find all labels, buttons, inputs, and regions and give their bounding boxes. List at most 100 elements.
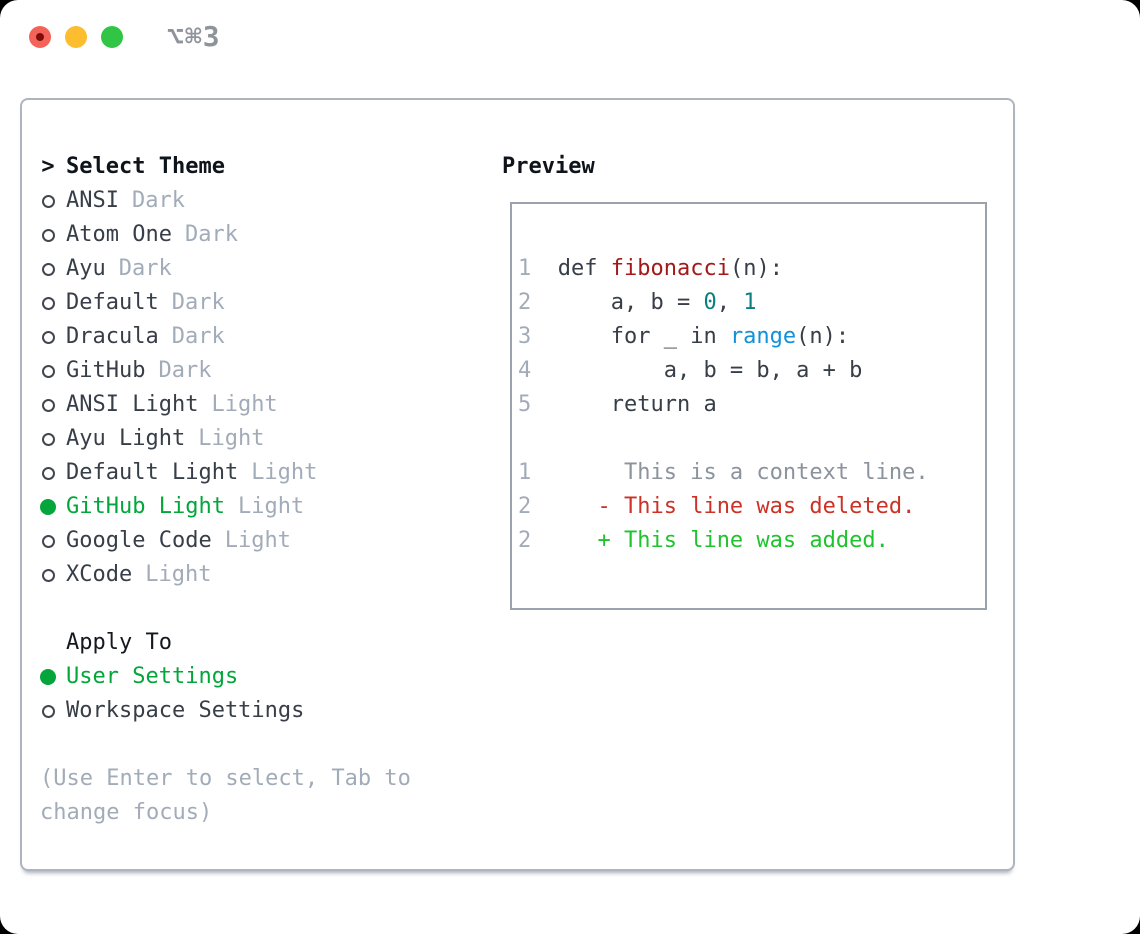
theme-option-dracula[interactable]: Dracula Dark — [40, 320, 411, 354]
code-segment: fibonacci — [610, 256, 730, 281]
code-segment: - This line was deleted. — [597, 494, 916, 519]
spacer — [40, 592, 411, 626]
radio-icon — [40, 388, 56, 422]
code-segment: 1 — [518, 460, 624, 485]
code-line: 5 return a — [518, 388, 985, 422]
spacer — [40, 728, 411, 762]
theme-option-default[interactable]: Default Dark — [40, 286, 411, 320]
code-segment: a, b = — [557, 290, 704, 315]
radio-icon — [40, 422, 56, 456]
radio-icon — [40, 252, 56, 286]
theme-option-label: GitHub Light — [66, 494, 225, 519]
radio-icon — [40, 558, 56, 592]
theme-option-github[interactable]: GitHub Dark — [40, 354, 411, 388]
apply-option-label: Workspace Settings — [66, 698, 305, 723]
theme-option-label: ANSI Light — [66, 392, 199, 417]
theme-variant-tag: Light — [251, 460, 318, 485]
radio-icon — [40, 218, 56, 252]
titlebar: ⌥⌘3 — [0, 0, 1140, 74]
theme-variant-tag: Light — [145, 562, 212, 587]
code-segment: + This line was added. — [597, 528, 889, 553]
hint-line: (Use Enter to select, Tab to — [40, 766, 411, 791]
apply-option-workspace-settings[interactable]: Workspace Settings — [40, 694, 411, 728]
theme-option-github-light[interactable]: GitHub Light Light — [40, 490, 411, 524]
code-segment: def — [557, 256, 611, 281]
theme-variant-tag: Dark — [118, 256, 172, 281]
code-segment: , — [716, 290, 744, 315]
code-segment: for _ in — [557, 324, 730, 349]
theme-list-header: > Select Theme — [40, 150, 411, 184]
code-line: 2 - This line was deleted. — [518, 490, 985, 524]
code-segment: 2 — [518, 528, 598, 553]
code-line — [518, 422, 985, 456]
radio-icon — [40, 184, 56, 218]
theme-option-label: Default — [66, 290, 159, 315]
theme-option-ayu[interactable]: Ayu Dark — [40, 252, 411, 286]
radio-icon — [40, 456, 56, 490]
theme-option-label: ANSI — [66, 188, 119, 213]
theme-variant-tag: Dark — [184, 222, 238, 247]
preview-title: Preview — [502, 154, 595, 179]
hint-line: change focus) — [40, 800, 213, 825]
radio-icon — [40, 524, 56, 558]
minimize-button[interactable] — [65, 26, 87, 48]
code-line: 1 This is a context line. — [518, 456, 985, 490]
theme-option-label: GitHub — [66, 358, 146, 383]
code-segment: a, b = b, a + b — [557, 358, 863, 383]
theme-variant-tag: Light — [211, 392, 278, 417]
theme-option-ayu-light[interactable]: Ayu Light Light — [40, 422, 411, 456]
radio-selected-icon — [40, 660, 56, 694]
apply-option-user-settings[interactable]: User Settings — [40, 660, 411, 694]
theme-option-label: Google Code — [66, 528, 212, 553]
code-line: 3 for _ in range(n): — [518, 320, 985, 354]
code-segment: (n): — [796, 324, 850, 349]
apply-to-header: Apply To — [40, 626, 411, 660]
code-line: 2 + This line was added. — [518, 524, 985, 558]
radio-selected-icon — [40, 490, 56, 524]
theme-variant-tag: Light — [198, 426, 265, 451]
selection-caret-icon: > — [41, 154, 55, 179]
code-segment: return a — [557, 392, 717, 417]
theme-variant-tag: Dark — [131, 188, 185, 213]
code-segment: 1 — [743, 290, 757, 315]
radio-icon — [40, 354, 56, 388]
apply-to-title: Apply To — [66, 630, 172, 655]
close-button[interactable] — [29, 26, 51, 48]
radio-icon — [40, 286, 56, 320]
zoom-button[interactable] — [101, 26, 123, 48]
theme-option-label: Ayu Light — [66, 426, 186, 451]
theme-list-title: Select Theme — [66, 154, 225, 179]
theme-option-label: Atom One — [66, 222, 172, 247]
theme-variant-tag: Dark — [158, 358, 212, 383]
code-segment: 2 — [518, 494, 598, 519]
theme-option-default-light[interactable]: Default Light Light — [40, 456, 411, 490]
theme-option-label: Ayu — [66, 256, 106, 281]
theme-option-label: Default Light — [66, 460, 239, 485]
theme-variant-tag: Dark — [171, 324, 225, 349]
theme-option-ansi-light[interactable]: ANSI Light Light — [40, 388, 411, 422]
apply-option-label: User Settings — [66, 664, 239, 689]
code-segment: This is a context line. — [623, 460, 929, 485]
hint-text: (Use Enter to select, Tab to change focus… — [40, 762, 411, 830]
code-segment: 4 — [518, 358, 558, 383]
window-title: ⌥⌘3 — [167, 20, 221, 53]
theme-option-ansi[interactable]: ANSI Dark — [40, 184, 411, 218]
code-segment: range — [729, 324, 797, 349]
theme-option-atom-one[interactable]: Atom One Dark — [40, 218, 411, 252]
theme-variant-tag: Light — [224, 528, 291, 553]
theme-option-label: Dracula — [66, 324, 159, 349]
radio-icon — [40, 320, 56, 354]
theme-variant-tag: Dark — [171, 290, 225, 315]
code-segment: 5 — [518, 392, 558, 417]
code-segment: (n): — [729, 256, 783, 281]
code-segment: 0 — [703, 290, 717, 315]
empty-marker — [40, 626, 56, 660]
code-line: 1 def fibonacci(n): — [518, 252, 985, 286]
theme-option-google-code[interactable]: Google Code Light — [40, 524, 411, 558]
code-line: 2 a, b = 0, 1 — [518, 286, 985, 320]
theme-variant-tag: Light — [237, 494, 305, 519]
